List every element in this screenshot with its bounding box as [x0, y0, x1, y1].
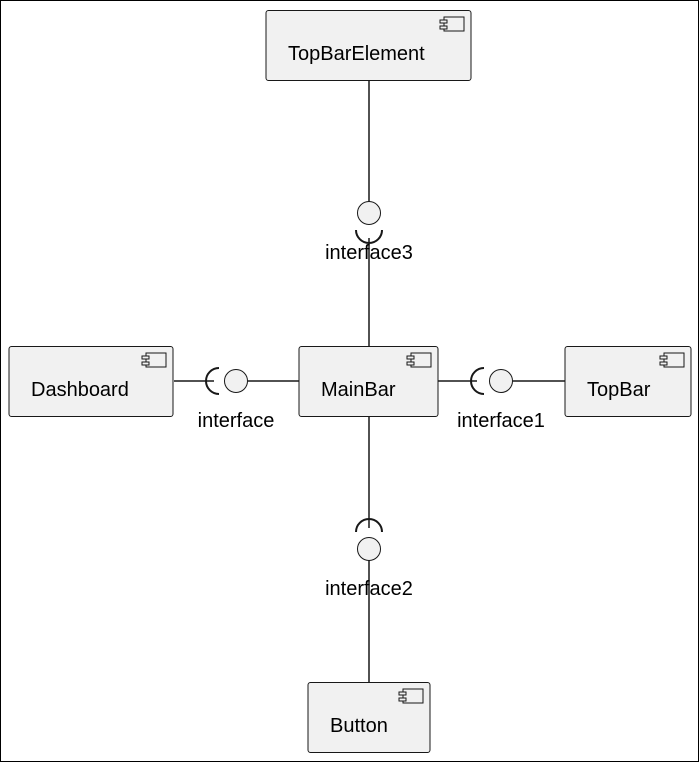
component-topbarelement[interactable]: TopBarElement	[265, 10, 472, 81]
component-mainbar-label: MainBar	[321, 379, 396, 401]
interface1-circle[interactable]	[489, 369, 513, 393]
interface3-circle[interactable]	[357, 201, 381, 225]
component-icon	[439, 16, 465, 32]
component-dashboard[interactable]: Dashboard	[8, 346, 174, 417]
component-icon	[141, 352, 167, 368]
socket-interface1	[470, 367, 485, 395]
component-button-label: Button	[330, 715, 388, 737]
component-mainbar[interactable]: MainBar	[298, 346, 439, 417]
component-topbarelement-label: TopBarElement	[288, 43, 425, 65]
interface2-circle[interactable]	[357, 537, 381, 561]
socket-interface2	[355, 518, 383, 533]
component-button[interactable]: Button	[307, 682, 431, 753]
component-dashboard-box[interactable]	[8, 346, 174, 417]
interface3-label: interface3	[325, 242, 413, 264]
sockets	[205, 229, 485, 533]
component-topbar-label: TopBar	[587, 379, 651, 401]
component-dashboard-label: Dashboard	[31, 379, 129, 401]
component-mainbar-box[interactable]	[298, 346, 439, 417]
interface-circles	[224, 201, 513, 561]
component-icon	[398, 688, 424, 704]
interface2-label: interface2	[325, 578, 413, 600]
component-topbarelement-box[interactable]	[265, 10, 472, 81]
connectors	[174, 80, 565, 682]
socket-interface	[205, 367, 220, 395]
interface1-label: interface1	[457, 410, 545, 432]
component-icon	[659, 352, 685, 368]
component-topbar[interactable]: TopBar	[564, 346, 692, 417]
socket-interface3	[355, 229, 383, 244]
interface-label: interface	[198, 410, 275, 432]
component-icon	[406, 352, 432, 368]
interface-circle[interactable]	[224, 369, 248, 393]
